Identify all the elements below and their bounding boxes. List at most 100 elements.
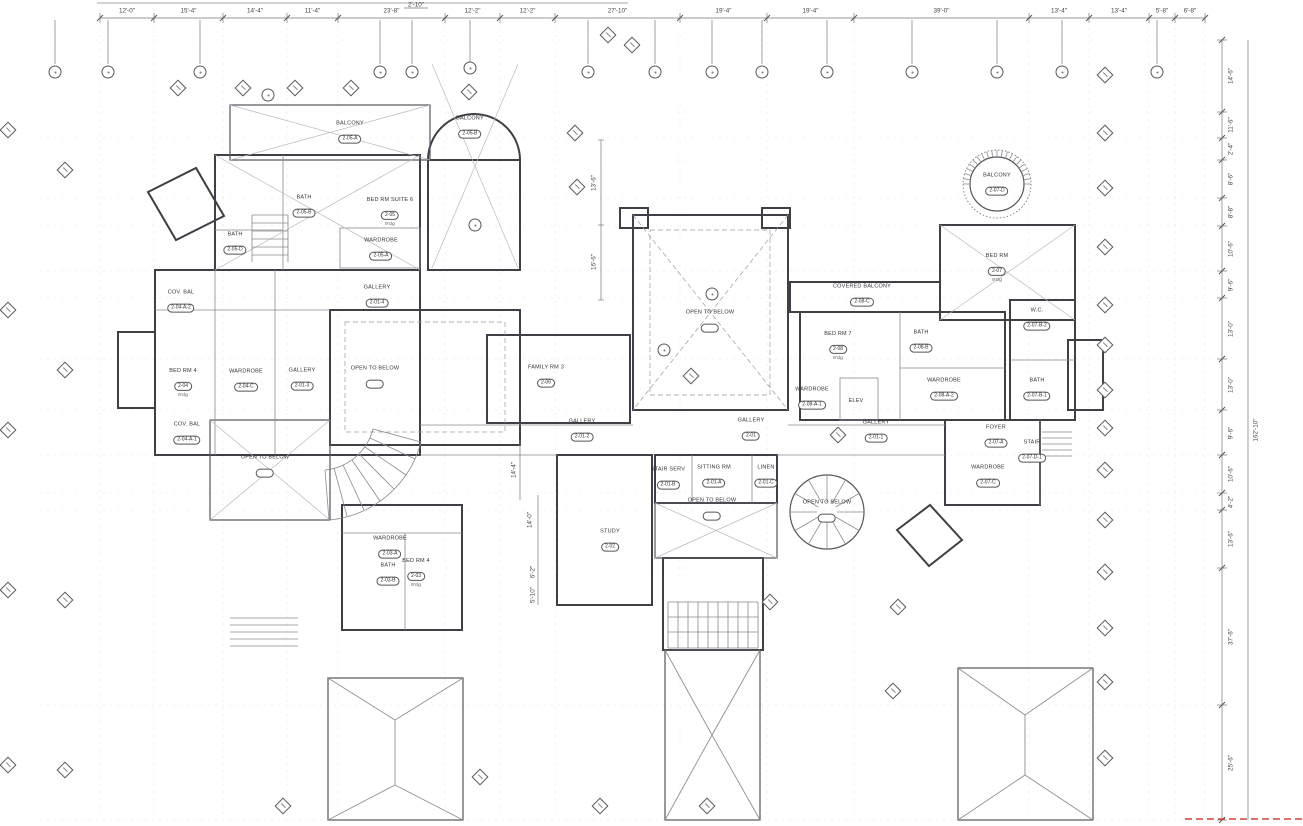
room-label-bath-2-08-b: BATH 2-08-B <box>909 329 933 355</box>
dim-top-12: 13'-4" <box>1110 7 1128 15</box>
room-name: COV. BAL <box>167 289 195 296</box>
room-name: BED RM <box>985 252 1009 259</box>
room-number: 2-04-C <box>234 382 258 392</box>
room-name: WARDROBE <box>364 237 398 244</box>
room-label-open-to-below: OPEN TO BELOW <box>241 455 290 480</box>
dim-interior-1: 16'-6" <box>590 253 598 271</box>
dim-top-5: 12'-2" <box>464 7 481 15</box>
room-number: 2-01-C <box>754 478 778 488</box>
room-number: 2-08-A-1 <box>798 400 826 410</box>
grid-bubble <box>705 65 719 79</box>
room-number: 2-04-A-1 <box>173 435 201 445</box>
room-number: 2-05-B <box>292 208 316 218</box>
room-number: 2-08-B <box>909 343 933 353</box>
room-name: SITTING RM <box>697 464 731 471</box>
room-number: 2-08-C <box>850 297 874 307</box>
room-name: BATH <box>380 562 396 569</box>
trellis-deck <box>230 601 759 649</box>
grid-bubble <box>468 218 482 232</box>
room-ceiling-note: 9'clg <box>833 355 843 361</box>
room-name: WARDROBE <box>373 535 407 542</box>
room-number: 2-07-A <box>984 438 1008 448</box>
room-label-open-to-below: OPEN TO BELOW <box>688 498 737 523</box>
grid-bubble <box>373 65 387 79</box>
dim-right-10: 10'-6" <box>1227 465 1235 483</box>
grid-bubble <box>648 65 662 79</box>
walls-light <box>97 2 1075 630</box>
room-name: BALCONY <box>983 172 1011 179</box>
grid-bubble <box>48 65 62 79</box>
dim-right-1: 11'-6" <box>1227 117 1235 133</box>
dim-top-6: 12'-2" <box>519 7 536 15</box>
room-label-open-to-below: OPEN TO BELOW <box>351 366 400 391</box>
room-name: FOYER <box>986 424 1006 431</box>
room-number: 2-03-B <box>376 576 400 586</box>
dim-top-11: 13'-4" <box>1050 7 1068 15</box>
room-number: 2-03-A <box>378 549 402 559</box>
room-number: 2-05-A <box>338 134 362 144</box>
dim-right-12: 13'-6" <box>1227 530 1235 548</box>
room-number: 2-07-D <box>985 186 1009 196</box>
room-label-open-to-below: OPEN TO BELOW <box>803 500 852 525</box>
room-name: OPEN TO BELOW <box>687 497 737 504</box>
room-name: WARDROBE <box>795 386 829 393</box>
grid-bubble <box>705 287 719 301</box>
dim-top-3: 11'-4" <box>304 7 321 15</box>
dim-right-4: 8'-8" <box>1227 205 1235 219</box>
dim-right-0: 14'-6" <box>1227 67 1235 85</box>
room-label-wardrobe-2-08-a-1: WARDROBE 2-08-A-1 <box>795 387 829 412</box>
dim-right-6: 9'-6" <box>1227 278 1235 291</box>
room-name: WARDROBE <box>971 464 1005 471</box>
room-label-wardrobe-2-03-a: WARDROBE 2-03-A <box>373 536 407 561</box>
room-name: BED RM 7 <box>824 330 852 337</box>
room-name: STAIR <box>1023 439 1041 446</box>
room-number: 2-05-B <box>458 129 482 139</box>
room-label-elev: ELEV <box>849 398 864 404</box>
dim-right-8: 13'-0" <box>1227 376 1235 393</box>
room-label-gallery-2-01-3: GALLERY 2-01-3 <box>289 368 316 393</box>
room-number <box>256 468 274 478</box>
room-number: 2-01-3 <box>290 381 314 391</box>
dim-right-7: 13'-0" <box>1227 320 1235 337</box>
room-label-cov-bal-2-04-a-2: COV. BAL 2-04-A-2 <box>167 289 195 315</box>
dim-right-total: 162'-10" <box>1252 418 1260 442</box>
room-number: 2-05-D <box>223 245 247 255</box>
room-number: 2-01-A <box>702 478 726 488</box>
room-name: OPEN TO BELOW <box>350 365 400 372</box>
room-name: OPEN TO BELOW <box>685 309 735 316</box>
room-name: BALCONY <box>456 115 484 122</box>
room-number: 2-08-A-2 <box>930 391 958 401</box>
room-name: BED RM SUITE 6 <box>366 196 414 203</box>
room-number: 2-06 <box>536 378 555 388</box>
dim-top-0: 12'-0" <box>118 7 136 15</box>
balcony-baluster-ticks <box>963 150 1031 185</box>
room-number: 2-04-A-2 <box>167 303 195 313</box>
room-name: BATH <box>913 329 929 336</box>
dim-interior-0: 13'-6" <box>590 174 598 192</box>
room-number: 2-01-2 <box>570 432 594 442</box>
room-name: GALLERY <box>568 418 596 425</box>
dim-top-4: 23'-8" <box>383 7 400 15</box>
grid-bubble <box>581 65 595 79</box>
diagonal-marks <box>209 63 1076 559</box>
room-number <box>818 513 836 523</box>
grid-bubble <box>193 65 207 79</box>
room-number: 2-07-C <box>976 478 1000 488</box>
dim-right-5: 10'-6" <box>1227 240 1235 257</box>
dim-top-13: 5'-8" <box>1155 7 1169 15</box>
room-name: GALLERY <box>288 367 316 374</box>
room-name: BED RM 4 <box>169 367 197 374</box>
room-name: BATH <box>296 194 312 201</box>
